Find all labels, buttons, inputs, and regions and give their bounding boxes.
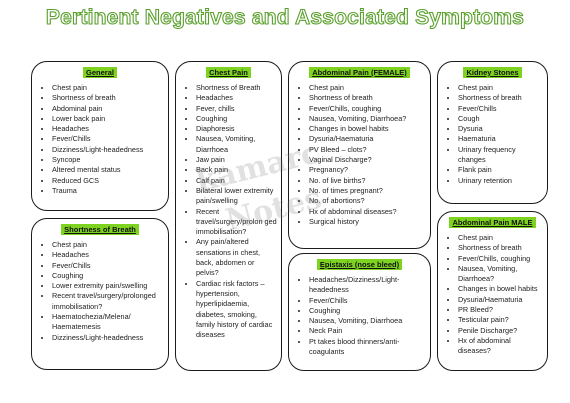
symptom-item: Calf pain — [196, 176, 277, 186]
symptom-item: Shortness of breath — [52, 93, 164, 103]
symptom-item: Neck Pain — [309, 326, 426, 336]
symptom-item: Recent travel/surgery/prolonged immobili… — [52, 291, 164, 312]
symptom-item: Chest pain — [458, 233, 543, 243]
symptom-item: Fever/Chills — [458, 104, 543, 114]
symptom-item: No. of live births? — [309, 176, 426, 186]
symptom-item: Chest pain — [458, 83, 543, 93]
page-title: Pertinent Negatives and Associated Sympt… — [45, 5, 525, 29]
symptom-item: Dysuria/Haematuria — [309, 134, 426, 144]
symptom-item: Fever/Chills — [52, 134, 164, 144]
symptom-item: Reduced GCS — [52, 176, 164, 186]
symptom-item: Diaphoresis — [196, 124, 277, 134]
symptom-item: Nausea, Vomiting, Diarrhoea — [309, 316, 426, 326]
symptom-item: PV Bleed – clots? — [309, 145, 426, 155]
symptom-item: Fever/Chills — [52, 261, 164, 271]
symptom-item: No. of abortions? — [309, 196, 426, 206]
card-chest-pain: Chest Pain Shortness of BreathHeadachesF… — [175, 61, 282, 371]
symptom-item: Bilateral lower extremity pain/swelling — [196, 186, 277, 207]
symptom-item: Coughing — [52, 271, 164, 281]
card-header-abdominal-pain-male: Abdominal Pain MALE — [449, 217, 536, 228]
symptom-item: Dysuria/Haematuria — [458, 295, 543, 305]
symptom-list: Chest painShortness of breathFever/Chill… — [442, 233, 543, 357]
card-header-epistaxis: Epistaxis (nose bleed) — [316, 259, 403, 270]
symptom-item: Changes in bowel habits — [309, 124, 426, 134]
symptom-item: Fever, chills — [196, 104, 277, 114]
symptom-item: Vaginal Discharge? — [309, 155, 426, 165]
card-header-abdominal-pain-female: Abdominal Pain (FEMALE) — [309, 67, 410, 78]
card-kidney-stones: Kidney Stones Chest painShortness of bre… — [437, 61, 548, 204]
symptom-item: Urinary frequency changes — [458, 145, 543, 166]
symptom-item: Back pain — [196, 165, 277, 175]
symptom-item: Shortness of breath — [458, 243, 543, 253]
symptom-item: Shortness of breath — [309, 93, 426, 103]
symptom-item: Lower extremity pain/swelling — [52, 281, 164, 291]
symptom-item: Penile Discharge? — [458, 326, 543, 336]
symptom-item: Dizziness/Light-headedness — [52, 145, 164, 155]
card-header-chest-pain: Chest Pain — [206, 67, 251, 78]
symptom-list: Chest painShortness of breathAbdominal p… — [36, 83, 164, 196]
symptom-item: Hx of abdominal diseases? — [309, 207, 426, 217]
symptom-item: Fever/Chills, coughing — [309, 104, 426, 114]
symptom-item: Haematochezia/Melena/ Haematemesis — [52, 312, 164, 333]
symptom-item: Haematuria — [458, 134, 543, 144]
symptom-item: Flank pain — [458, 165, 543, 175]
symptom-item: Dysuria — [458, 124, 543, 134]
symptom-item: Shortness of breath — [458, 93, 543, 103]
symptom-item: Coughing — [309, 306, 426, 316]
symptom-item: Recent travel/surgery/prolon ged immobil… — [196, 207, 277, 238]
symptom-item: Cough — [458, 114, 543, 124]
symptom-item: Shortness of Breath — [196, 83, 277, 93]
symptom-item: Fever/Chills — [309, 296, 426, 306]
card-epistaxis: Epistaxis (nose bleed) Headaches/Dizzine… — [288, 253, 431, 371]
symptom-list: Chest painShortness of breathFever/Chill… — [293, 83, 426, 227]
card-header-general: General — [83, 67, 117, 78]
symptom-item: PR Bleed? — [458, 305, 543, 315]
symptom-item: Chest pain — [52, 240, 164, 250]
symptom-item: Urinary retention — [458, 176, 543, 186]
symptom-list: Chest painHeadachesFever/ChillsCoughingL… — [36, 240, 164, 343]
symptom-list: Shortness of BreathHeadachesFever, chill… — [180, 83, 277, 340]
symptom-item: Nausea, Vomiting, Diarrhoea — [196, 134, 277, 155]
symptom-item: Pt takes blood thinners/anti-coagulants — [309, 337, 426, 358]
symptom-item: Nausea, Vomiting, Diarrhoea? — [458, 264, 543, 285]
card-header-shortness-of-breath: Shortness of Breath — [61, 224, 139, 235]
symptom-item: Nausea, Vomiting, Diarrhoea? — [309, 114, 426, 124]
symptom-item: Surgical history — [309, 217, 426, 227]
symptom-item: Altered mental status — [52, 165, 164, 175]
symptom-item: Testicular pain? — [458, 315, 543, 325]
symptom-item: Fever/Chills, coughing — [458, 254, 543, 264]
symptom-item: Hx of abdominal diseases? — [458, 336, 543, 357]
symptom-item: Changes in bowel habits — [458, 284, 543, 294]
symptom-item: No. of times pregnant? — [309, 186, 426, 196]
symptom-item: Trauma — [52, 186, 164, 196]
symptom-item: Headaches — [52, 250, 164, 260]
symptom-item: Any pain/altered sensations in chest, ba… — [196, 237, 277, 278]
symptom-item: Coughing — [196, 114, 277, 124]
symptom-item: Pregnancy? — [309, 165, 426, 175]
symptom-list: Chest painShortness of breathFever/Chill… — [442, 83, 543, 186]
symptom-item: Chest pain — [309, 83, 426, 93]
card-abdominal-pain-female: Abdominal Pain (FEMALE) Chest painShortn… — [288, 61, 431, 249]
symptom-item: Headaches/Dizziness/Light-headedness — [309, 275, 426, 296]
card-shortness-of-breath: Shortness of Breath Chest painHeadachesF… — [31, 218, 169, 370]
symptom-list: Headaches/Dizziness/Light-headednessFeve… — [293, 275, 426, 357]
card-header-kidney-stones: Kidney Stones — [463, 67, 522, 78]
symptom-item: Abdominal pain — [52, 104, 164, 114]
card-abdominal-pain-male: Abdominal Pain MALE Chest painShortness … — [437, 211, 548, 371]
symptom-item: Cardiac risk factors – hypertension, hyp… — [196, 279, 277, 341]
symptom-item: Lower back pain — [52, 114, 164, 124]
symptom-item: Jaw pain — [196, 155, 277, 165]
symptom-item: Syncope — [52, 155, 164, 165]
symptom-item: Headaches — [52, 124, 164, 134]
symptom-item: Dizziness/Light-headedness — [52, 333, 164, 343]
symptom-item: Headaches — [196, 93, 277, 103]
card-general: General Chest painShortness of breathAbd… — [31, 61, 169, 211]
symptom-item: Chest pain — [52, 83, 164, 93]
